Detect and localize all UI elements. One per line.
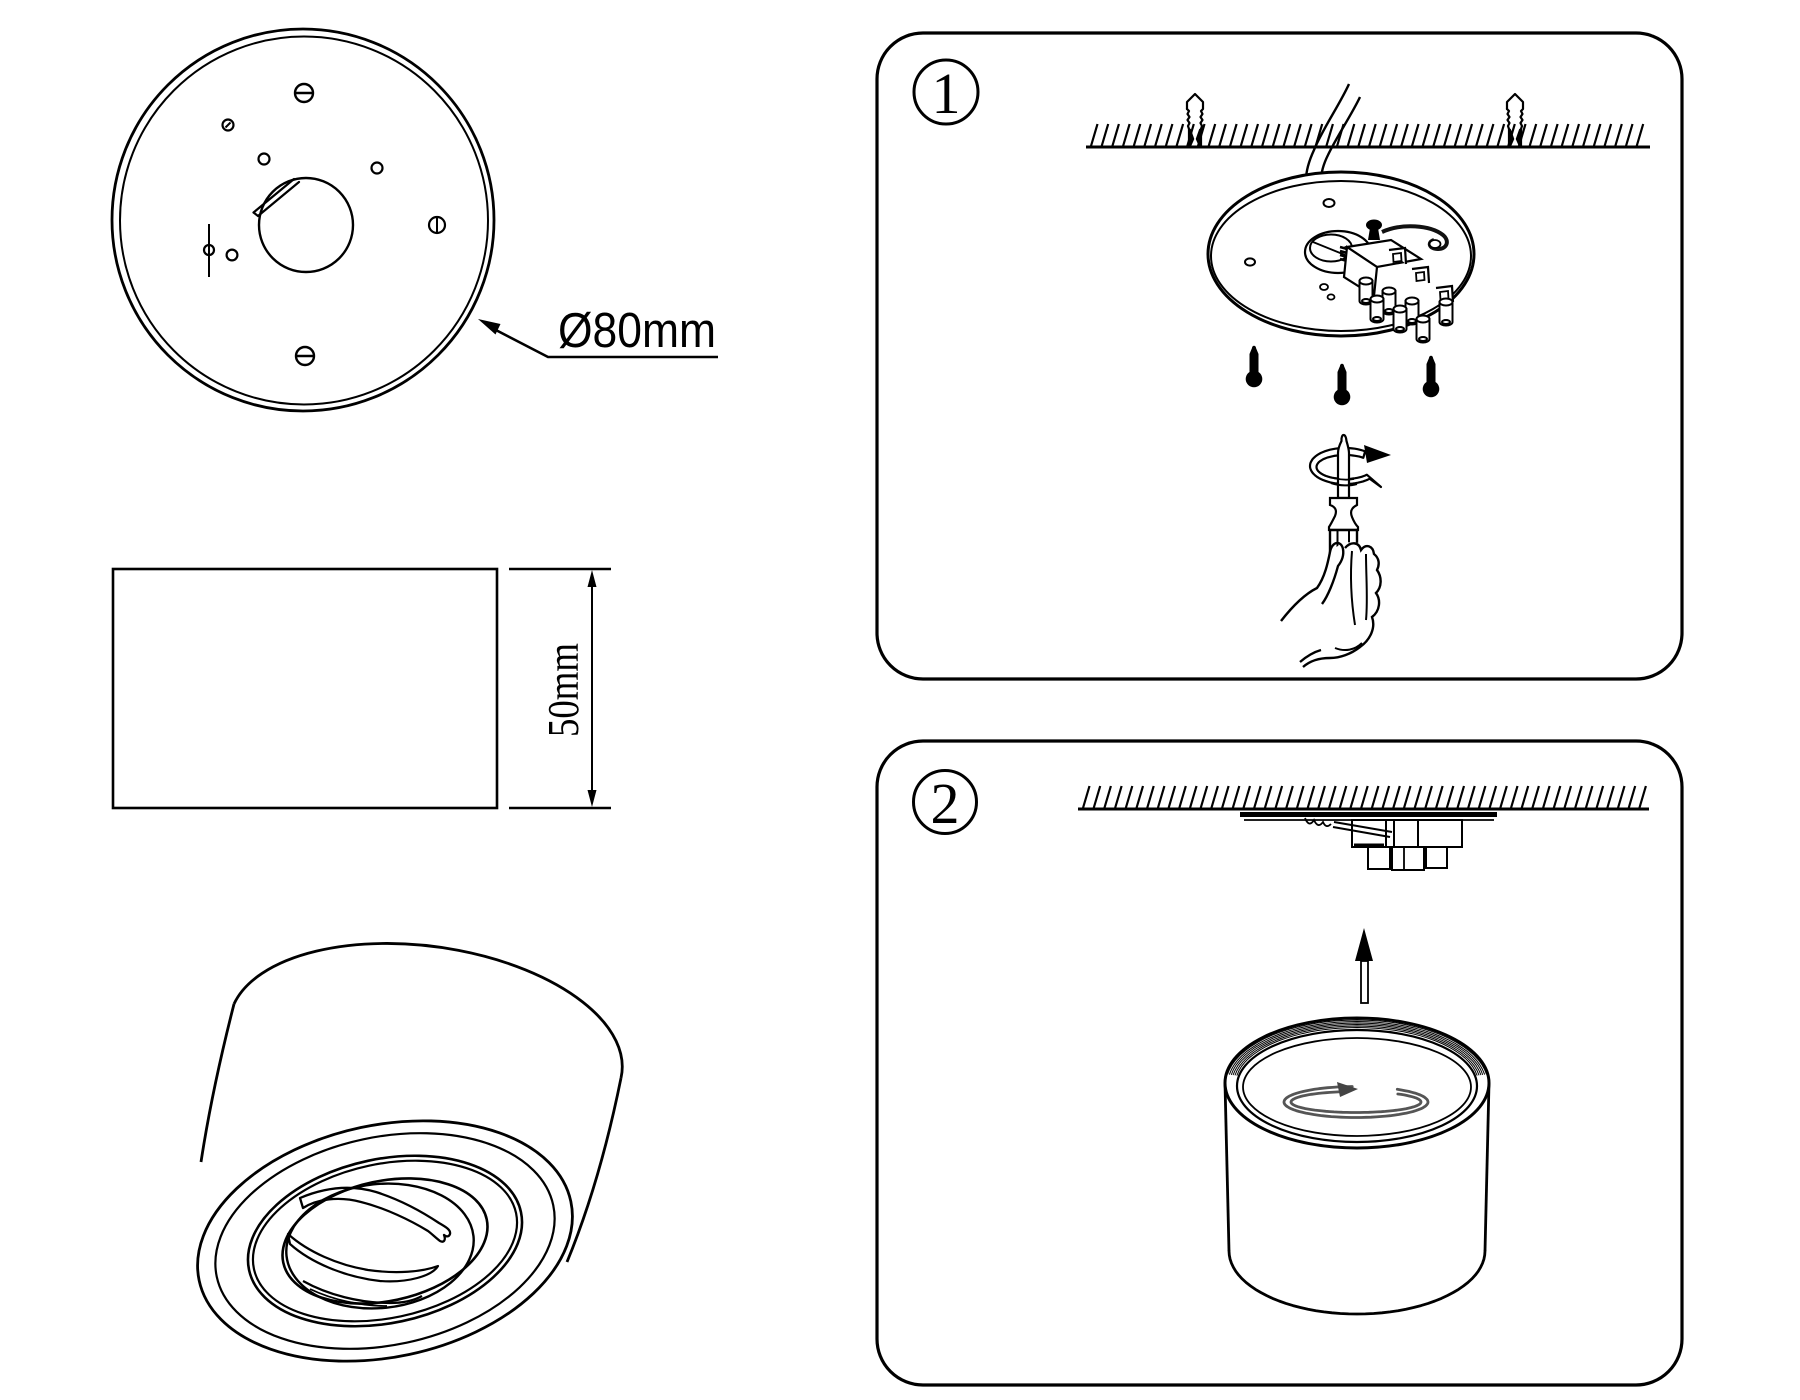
svg-text:Ø80mm: Ø80mm <box>558 304 716 358</box>
svg-text:50mm: 50mm <box>539 643 588 737</box>
svg-text:1: 1 <box>932 61 961 126</box>
svg-text:2: 2 <box>931 771 960 836</box>
